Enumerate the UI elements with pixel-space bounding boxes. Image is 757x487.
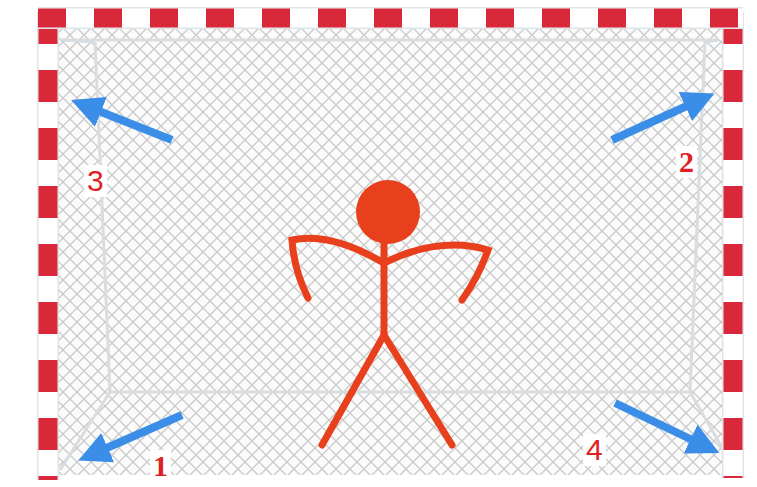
- callout-number: 1: [150, 450, 171, 482]
- goal-frame: [38, 12, 743, 480]
- goal-net: [40, 20, 740, 475]
- callout-number: 4: [583, 434, 606, 466]
- goalkeeper-figure: [292, 180, 488, 445]
- callout-number: 3: [84, 165, 107, 197]
- target-arrow: [86, 100, 705, 454]
- callout-number: 2: [676, 146, 697, 178]
- back-frame: [60, 40, 735, 470]
